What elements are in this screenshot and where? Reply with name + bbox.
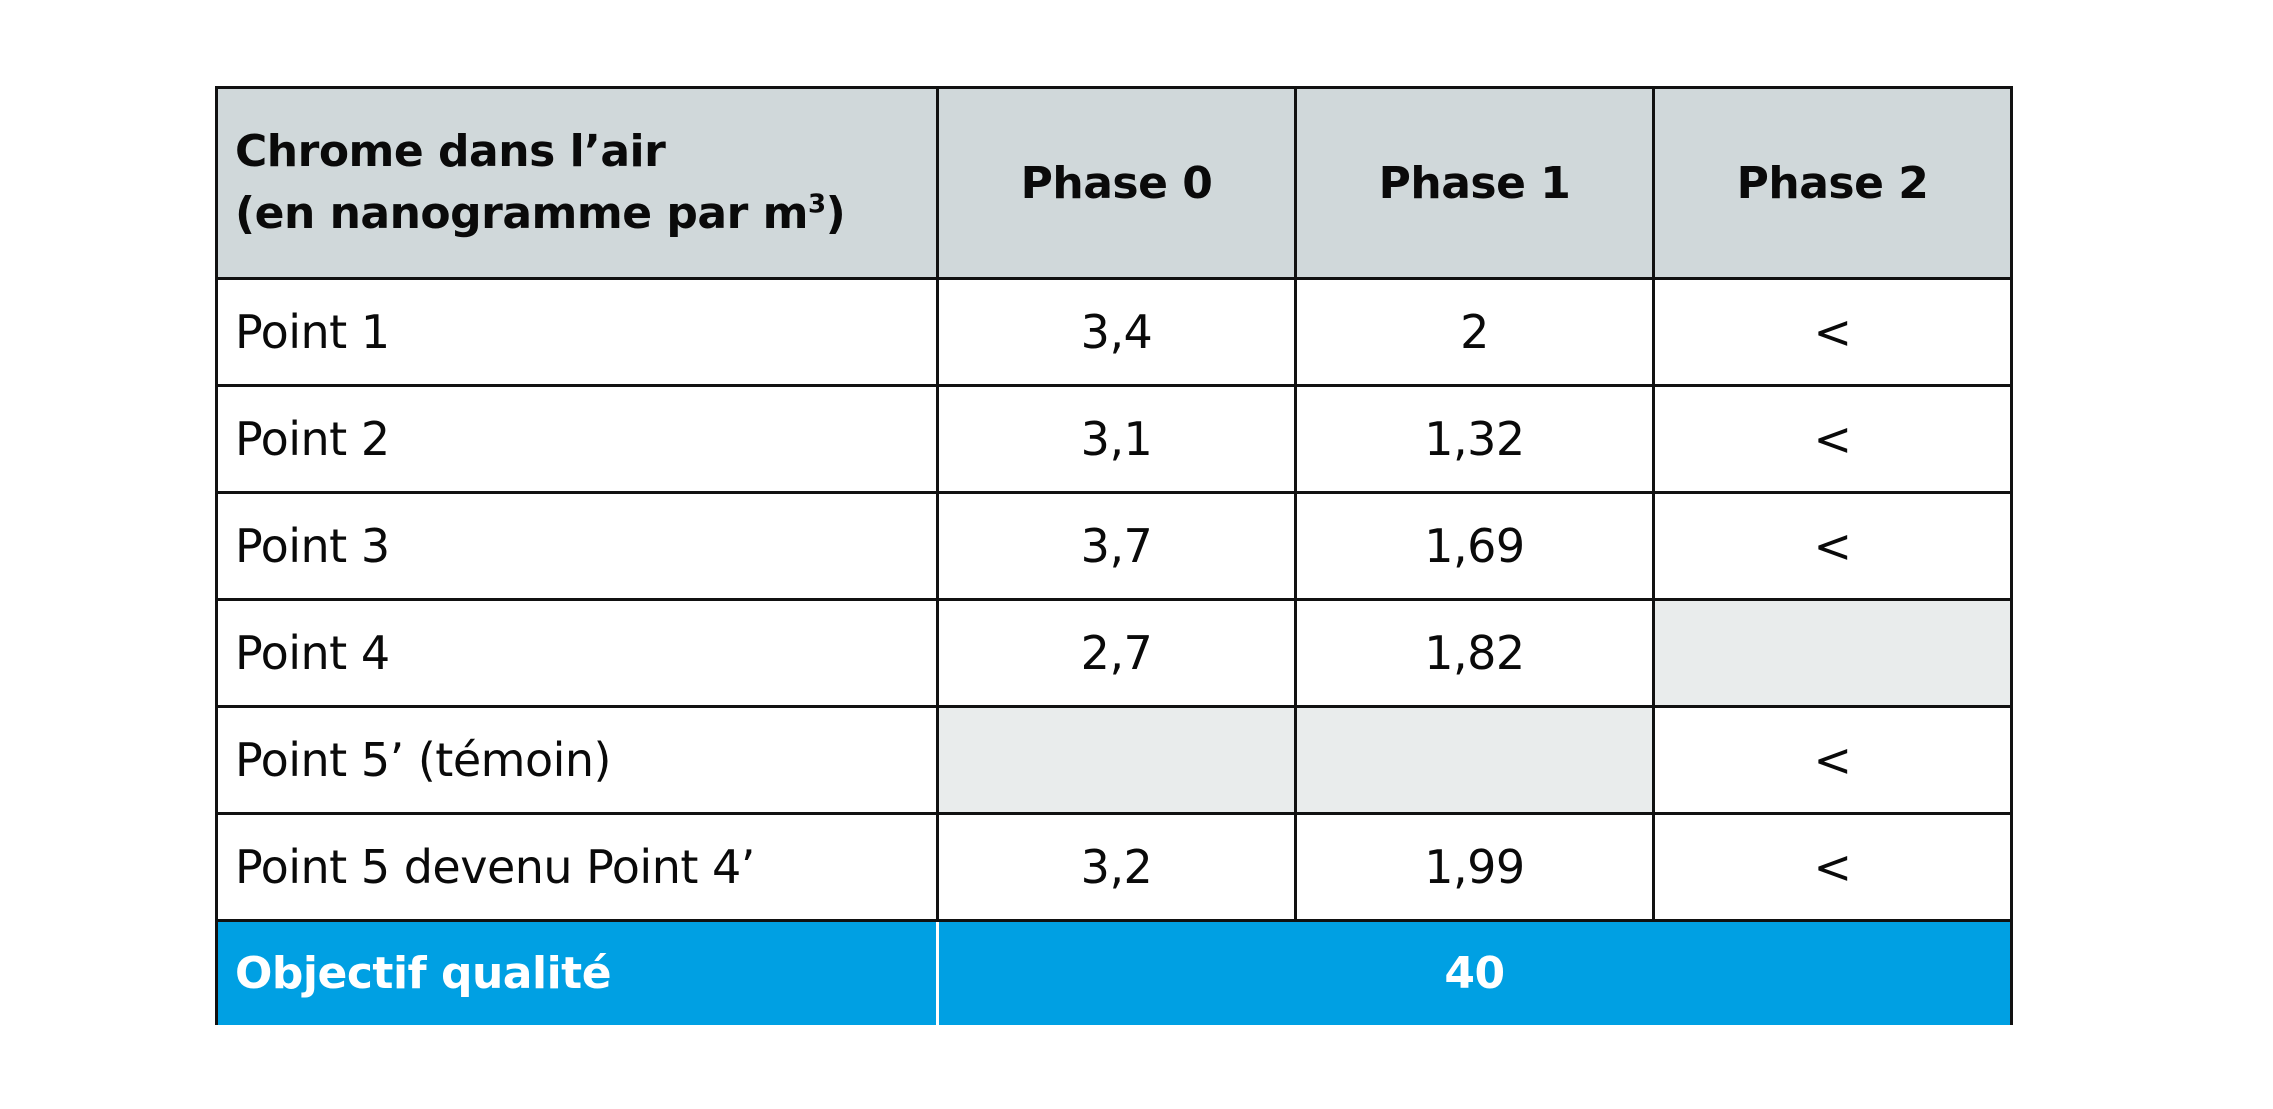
cell-phase-0: 2,7 [936,598,1297,708]
cell-phase-2: < [1652,705,2013,815]
row-label: Point 2 [215,384,939,494]
header-title-cell: Chrome dans l’air (en nanogramme par m3) [215,86,939,280]
quality-objective-row: Objectif qualité 40 [215,920,2013,1025]
row-label: Point 1 [215,277,939,387]
table-row: Point 2 3,1 1,32 < [215,384,2013,494]
header-phase-1: Phase 1 [1294,86,1655,280]
quality-objective-label: Objectif qualité [215,920,938,1025]
quality-objective-value: 40 [936,920,2013,1025]
row-label: Point 3 [215,491,939,601]
table-row: Point 1 3,4 2 < [215,277,2013,387]
cell-phase-1: 1,82 [1294,598,1655,708]
cell-phase-0: 3,2 [936,812,1297,922]
cell-phase-1: 1,32 [1294,384,1655,494]
cell-phase-2-empty [1652,598,2013,708]
header-phase-0: Phase 0 [936,86,1297,280]
row-label: Point 5’ (témoin) [215,705,939,815]
cell-phase-2: < [1652,812,2013,922]
table-row: Point 5 devenu Point 4’ 3,2 1,99 < [215,812,2013,922]
cell-phase-0: 3,4 [936,277,1297,387]
cell-phase-0: 3,7 [936,491,1297,601]
cell-phase-2: < [1652,277,2013,387]
header-unit-prefix: (en nanogramme par m [235,188,808,239]
header-unit-suffix: ) [825,188,846,239]
table-row: Point 4 2,7 1,82 [215,598,2013,708]
header-phase-2: Phase 2 [1652,86,2013,280]
row-label: Point 5 devenu Point 4’ [215,812,939,922]
row-label: Point 4 [215,598,939,708]
cell-phase-1: 1,69 [1294,491,1655,601]
cell-phase-1: 1,99 [1294,812,1655,922]
cell-phase-1: 2 [1294,277,1655,387]
header-title-line1: Chrome dans l’air [235,126,666,177]
cell-phase-1-empty [1294,705,1655,815]
header-unit-superscript: 3 [807,189,826,220]
header-title-line2: (en nanogramme par m3) [235,183,936,245]
table-header-row: Chrome dans l’air (en nanogramme par m3)… [215,86,2013,280]
cell-phase-2: < [1652,491,2013,601]
chromium-air-table: Chrome dans l’air (en nanogramme par m3)… [215,86,2013,1025]
table-row: Point 5’ (témoin) < [215,705,2013,815]
cell-phase-0-empty [936,705,1297,815]
cell-phase-0: 3,1 [936,384,1297,494]
cell-phase-2: < [1652,384,2013,494]
table-row: Point 3 3,7 1,69 < [215,491,2013,601]
